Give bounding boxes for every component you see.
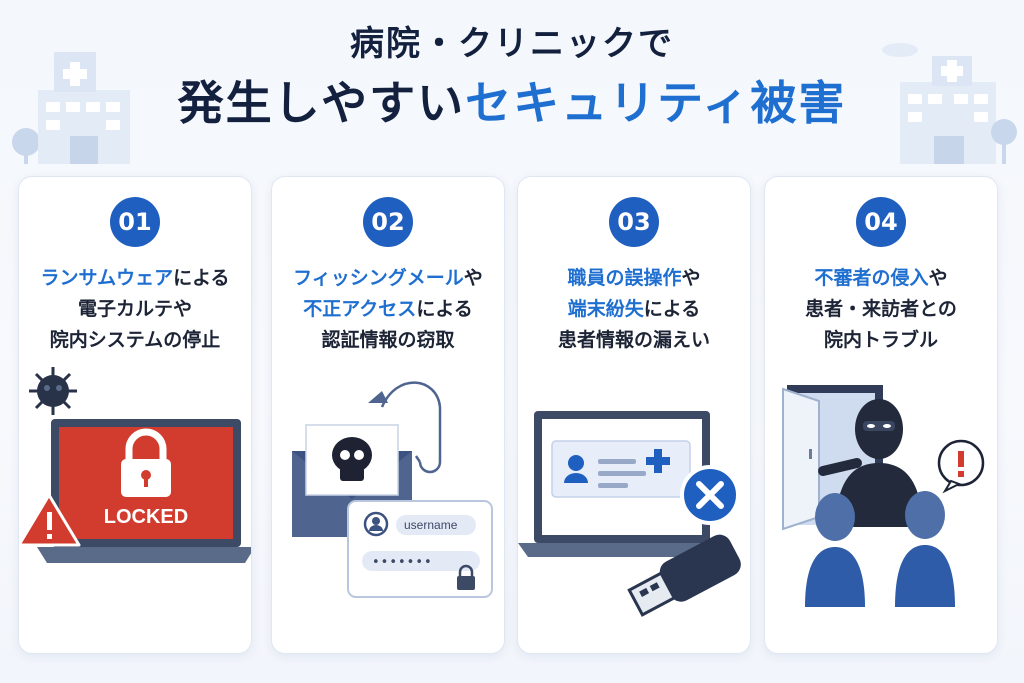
description-text: による (643, 298, 701, 320)
hospital-building-left-icon (12, 52, 130, 164)
password-field-text: ••••••• (372, 555, 433, 570)
title-plain: 発生しやすい (177, 76, 466, 130)
threat-card-phishing: 02 フィッシングメールや不正アクセスによる認証情報の窃取 username •… (271, 176, 505, 654)
description-line: 不審者の侵入や (765, 263, 997, 294)
description-line: フィッシングメールや (272, 263, 504, 294)
description-text: 院内トラブル (823, 329, 938, 351)
description-line: 院内トラブル (765, 325, 997, 356)
description-text: 認証情報の窃取 (321, 329, 455, 351)
description-line: 端末紛失による (518, 294, 750, 325)
highlight-text: フィッシングメール (293, 267, 464, 289)
description-text: 電子カルテや (77, 298, 192, 320)
card-number: 03 (609, 197, 659, 247)
highlight-text: 端末紛失 (567, 298, 644, 320)
person-icon (805, 493, 865, 607)
intrusion-illustration (782, 385, 985, 607)
username-field-text: username (404, 518, 458, 532)
description-text: による (173, 267, 230, 289)
description-text: や (463, 267, 483, 289)
title-line-2: 発生しやすいセキュリティ被害 (0, 70, 1024, 136)
highlight-text: 不正アクセス (303, 298, 417, 320)
padlock-icon (457, 564, 475, 590)
card-description: フィッシングメールや不正アクセスによる認証情報の窃取 (272, 263, 504, 356)
card-number: 01 (110, 197, 160, 247)
description-line: 院内システムの停止 (19, 325, 251, 356)
skull-icon (332, 437, 372, 481)
card-number: 02 (363, 197, 413, 247)
phishing-illustration: username ••••••• (292, 381, 493, 598)
data-leak-illustration (518, 411, 741, 617)
ransomware-illustration: LOCKED (19, 367, 251, 563)
description-line: 電子カルテや (19, 294, 251, 325)
description-line: 患者情報の漏えい (518, 325, 750, 356)
description-text: 患者・来訪者との (805, 298, 957, 320)
highlight-text: ランサムウェア (40, 267, 174, 289)
title-line-1: 病院・クリニックで (350, 24, 674, 64)
description-text: や (681, 267, 701, 289)
card-description: 職員の誤操作や端末紛失による患者情報の漏えい (518, 263, 750, 356)
highlight-text: 職員の誤操作 (567, 267, 682, 289)
fishhook-icon (380, 381, 442, 474)
threat-card-data-leak: 03 職員の誤操作や端末紛失による患者情報の漏えい (517, 176, 751, 654)
close-icon (680, 465, 740, 525)
patient-card-icon (551, 440, 691, 498)
intruder-icon (818, 399, 923, 527)
alert-bubble-icon (937, 439, 985, 494)
person-icon (895, 491, 955, 607)
locked-label: LOCKED (104, 506, 188, 528)
login-form: username ••••••• (347, 500, 493, 598)
virus-icon (29, 367, 77, 415)
description-line: 認証情報の窃取 (272, 325, 504, 356)
threat-card-intrusion: 04 不審者の侵入や患者・来訪者との院内トラブル (764, 176, 998, 654)
highlight-text: 不審者の侵入 (814, 267, 929, 289)
description-line: ランサムウェアによる (19, 263, 251, 294)
description-line: 不正アクセスによる (272, 294, 504, 325)
description-text: や (928, 267, 948, 289)
description-line: 患者・来訪者との (765, 294, 997, 325)
description-text: 院内システムの停止 (49, 329, 221, 351)
threat-card-ransomware: 01 ランサムウェアによる電子カルテや院内システムの停止 LOCKED (18, 176, 252, 654)
usb-drive-icon (627, 534, 741, 617)
envelope-icon (292, 424, 412, 537)
fishing-lure-icon (368, 391, 388, 403)
padlock-icon (121, 428, 171, 497)
description-text: による (416, 298, 473, 320)
description-line: 職員の誤操作や (518, 263, 750, 294)
hospital-building-right-icon (882, 43, 1017, 164)
user-icon (363, 511, 389, 537)
description-text: 患者情報の漏えい (557, 329, 710, 351)
title-accent: セキュリティ被害 (465, 76, 847, 130)
page-title: 病院・クリニックで 発生しやすいセキュリティ被害 (0, 22, 1024, 136)
card-number: 04 (856, 197, 906, 247)
card-description: ランサムウェアによる電子カルテや院内システムの停止 (19, 263, 251, 356)
card-description: 不審者の侵入や患者・来訪者との院内トラブル (765, 263, 997, 356)
warning-icon (19, 493, 81, 547)
